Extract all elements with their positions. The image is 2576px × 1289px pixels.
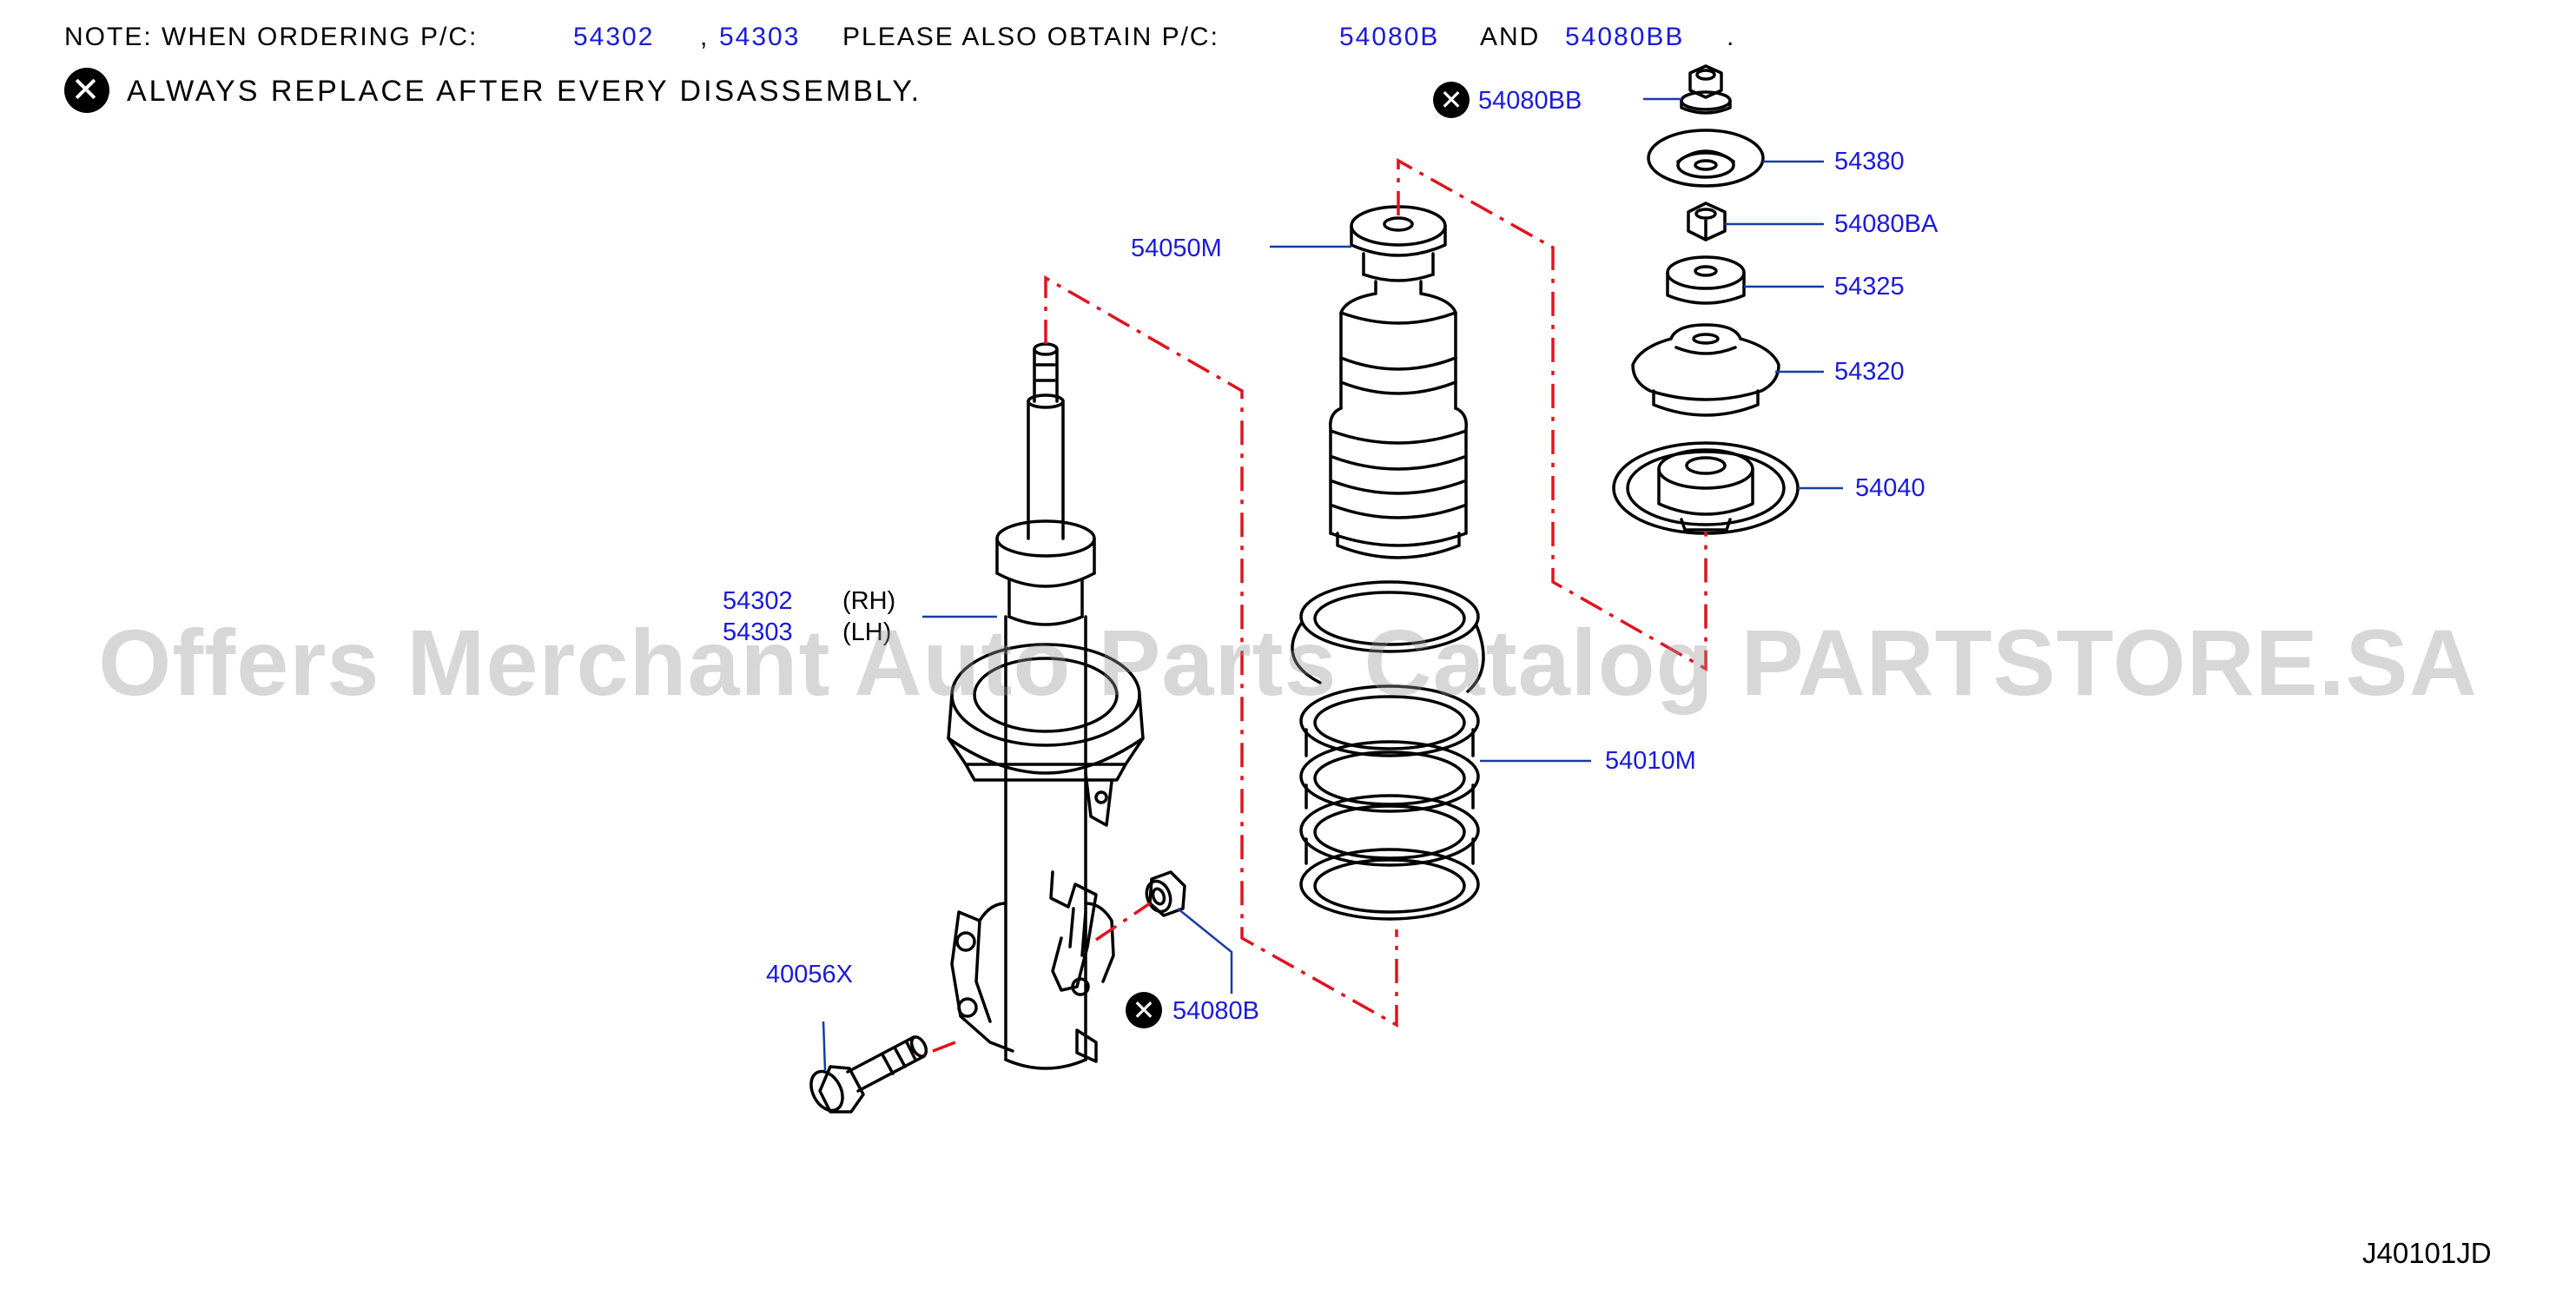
label-54080BB[interactable]: 54080BB xyxy=(1478,87,1582,115)
note-part-54080BB[interactable]: 54080BB xyxy=(1565,23,1685,51)
washer-54380[interactable] xyxy=(1647,129,1765,188)
note-part-54303[interactable]: 54303 xyxy=(719,23,801,51)
bound-bumper-54050M[interactable] xyxy=(1329,205,1468,559)
watermark: Offers Merchant Auto Parts Catalog PARTS… xyxy=(98,610,2478,715)
spring-seat-54040[interactable] xyxy=(1612,441,1800,535)
label-54380[interactable]: 54380 xyxy=(1834,148,1905,175)
mount-insulator-54320[interactable] xyxy=(1631,323,1780,417)
coil-spring-54010M[interactable] xyxy=(1291,580,1485,921)
strut-assembly[interactable] xyxy=(947,342,1145,1070)
note-prefix: NOTE: WHEN ORDERING P/C: xyxy=(64,23,479,51)
warning-text: ALWAYS REPLACE AFTER EVERY DISASSEMBLY. xyxy=(127,75,922,108)
label-54302[interactable]: 54302 xyxy=(723,587,793,615)
replace-marker-54080BB: ✕ xyxy=(1433,82,1470,118)
diagram-code: J40101JD xyxy=(2362,1237,2492,1269)
bolt-40056X[interactable] xyxy=(805,1035,929,1116)
note-part-54080B[interactable]: 54080B xyxy=(1339,23,1440,51)
leader-lines xyxy=(822,97,1843,1071)
note-mid: PLEASE ALSO OBTAIN P/C: xyxy=(842,23,1219,51)
bushing-54325[interactable] xyxy=(1666,255,1746,305)
label-54303[interactable]: 54303 xyxy=(723,618,793,646)
label-54325[interactable]: 54325 xyxy=(1834,273,1905,301)
note-part-54302[interactable]: 54302 xyxy=(573,23,655,51)
label-rh: (RH) xyxy=(842,587,896,615)
top-nut-54080BB[interactable] xyxy=(1680,64,1732,115)
note-separator: , xyxy=(700,23,710,51)
label-54080BA[interactable]: 54080BA xyxy=(1834,210,1939,238)
label-54050M[interactable]: 54050M xyxy=(1131,235,1222,262)
assembly-lines xyxy=(923,158,1707,1056)
label-54010M[interactable]: 54010M xyxy=(1605,747,1696,775)
note-and: AND xyxy=(1480,23,1541,51)
label-54320[interactable]: 54320 xyxy=(1834,358,1905,386)
label-54080B[interactable]: 54080B xyxy=(1172,997,1259,1025)
replace-marker-54080B: ✕ xyxy=(1126,992,1162,1028)
label-lh: (LH) xyxy=(842,618,892,646)
note-end: . xyxy=(1727,23,1736,51)
nut-54080BA[interactable] xyxy=(1687,202,1727,241)
label-40056X[interactable]: 40056X xyxy=(766,961,853,988)
x-circle-icon: ✕ xyxy=(64,68,109,113)
label-54040[interactable]: 54040 xyxy=(1855,474,1925,502)
